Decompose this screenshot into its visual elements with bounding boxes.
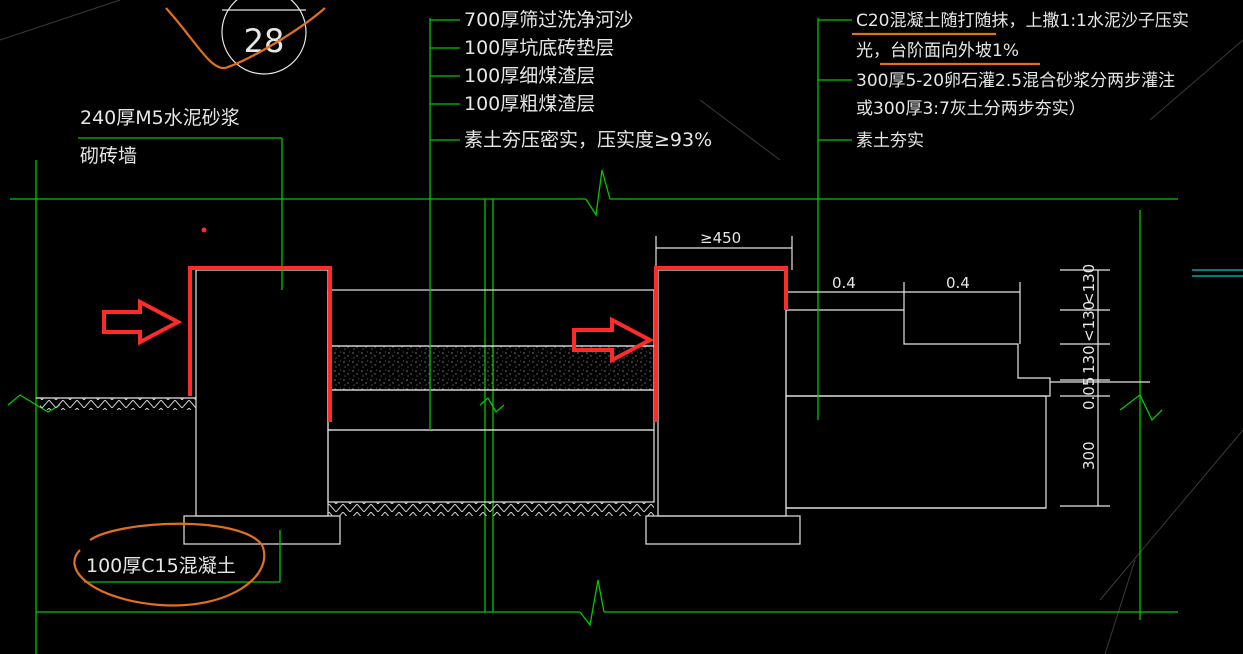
wall-label-line2: 砌砖墙: [80, 145, 137, 167]
pit-layer-5: 素土夯压密实，压实度≥93%: [464, 129, 712, 151]
dim-rise-4: 0.05: [1080, 377, 1098, 410]
pit-layer-labels: 700厚筛过洗净河沙 100厚坑底砖垫层 100厚细煤渣层 100厚粗煤渣层 素…: [464, 9, 712, 151]
step-structure: [785, 309, 1150, 509]
left-brick-wall: [183, 269, 341, 545]
frame-lines: [7, 160, 1178, 654]
dim-rise-2: <130: [1080, 301, 1098, 342]
leader-lines: [78, 18, 852, 583]
footing-label: 100厚C15混凝土: [86, 555, 236, 577]
dim-rise-3: 130: [1080, 345, 1098, 374]
dim-depth: 300: [1080, 441, 1098, 470]
pit-layer-2: 100厚坑底砖垫层: [464, 37, 614, 59]
step-layer-5: 素土夯实: [856, 131, 924, 151]
orange-circle-annotation: [73, 522, 266, 607]
step-layer-2: 光，台阶面向外坡1%: [856, 41, 1019, 61]
dim-step-1: 0.4: [832, 274, 856, 292]
step-layer-labels: C20混凝土随打随抹，上撒1:1水泥沙子压实 光，台阶面向外坡1% 300厚5-…: [856, 11, 1189, 151]
step-layer-1: C20混凝土随打随抹，上撒1:1水泥沙子压实: [856, 11, 1189, 31]
orange-markup: [73, 7, 1040, 607]
pit-layer-3: 100厚细煤渣层: [464, 65, 595, 87]
pit-layer-1: 700厚筛过洗净河沙: [464, 9, 633, 31]
dim-rise-1: <130: [1080, 264, 1098, 305]
red-markup: [102, 227, 788, 422]
dimension-labels: ≥450 0.4 0.4 <130 <130 130 0.05 300: [700, 229, 1098, 470]
dimension-lines: [655, 236, 1110, 507]
edge-marker: [1192, 269, 1243, 277]
right-brick-wall: [645, 269, 801, 545]
dim-step-2: 0.4: [946, 274, 970, 292]
pit-layer-4: 100厚粗煤渣层: [464, 93, 595, 115]
step-layer-3: 300厚5-20卵石灌2.5混合砂浆分两步灌注: [856, 71, 1175, 91]
dim-top-width: ≥450: [700, 229, 741, 247]
step-layer-4: 或300厚3:7灰土分两步夯实）: [856, 99, 1086, 119]
ground-lines: [36, 397, 196, 410]
detail-circle: 28: [221, 0, 307, 75]
wall-label-line1: 240厚M5水泥砂浆: [80, 107, 240, 129]
red-arrow-icon-2: [572, 316, 655, 364]
red-arrow-icon: [102, 298, 183, 346]
